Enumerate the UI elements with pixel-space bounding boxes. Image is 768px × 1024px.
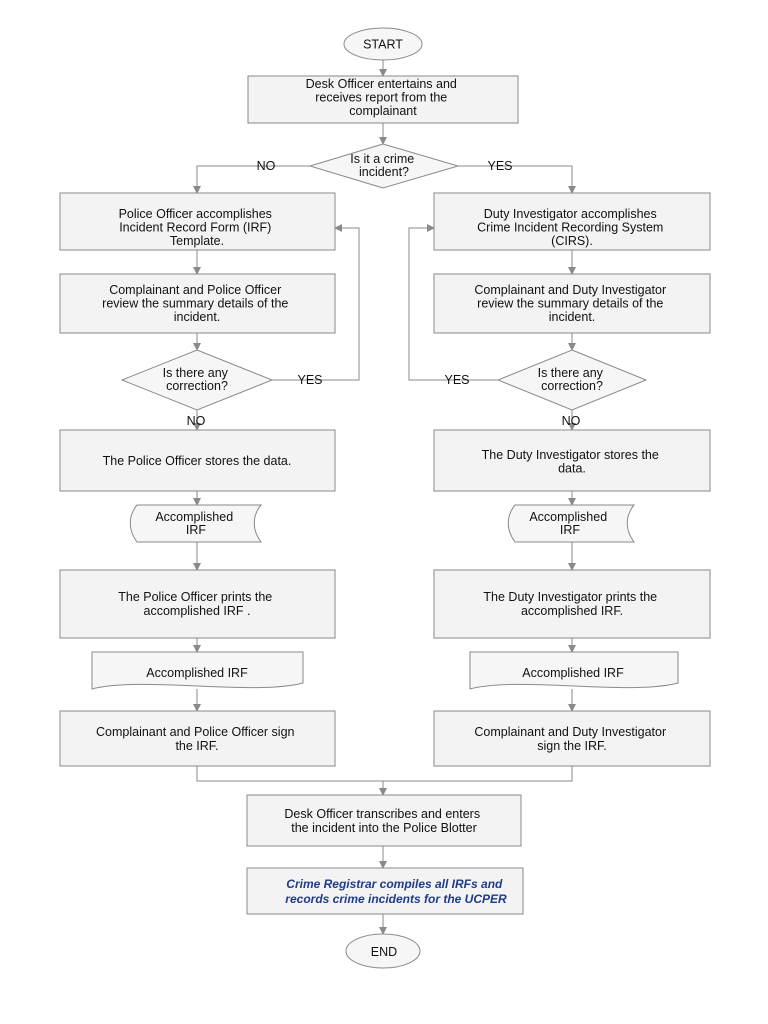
duty-correction-label: Is there any correction?	[538, 366, 607, 393]
start-terminal	[343, 27, 423, 61]
duty-sign-box	[433, 710, 711, 767]
police-store-box	[59, 429, 336, 492]
police-print-box	[59, 569, 336, 639]
connectors	[193, 60, 576, 935]
duty-store-label: The Duty Investigator stores the data.	[482, 448, 663, 476]
desk-receive-label: Desk Officer entertains and receives rep…	[306, 77, 461, 118]
police-print-label: The Police Officer prints the accomplish…	[118, 590, 276, 618]
duty-sign-label: Complainant and Duty Investigator sign t…	[474, 725, 669, 753]
edge-label-police-correction-no: NO	[187, 414, 206, 428]
duty-doc2-label: Accomplished IRF	[522, 666, 624, 680]
desk-transcribe-box	[246, 794, 522, 847]
crime-decision-label: Is it a crime incident?	[350, 152, 417, 179]
police-review-box	[59, 273, 336, 334]
police-doc2-shape	[91, 651, 304, 690]
edge-label-duty-correction-yes: YES	[444, 373, 469, 387]
node-labels: START Desk Officer entertains and receiv…	[96, 38, 669, 960]
police-store-label: The Police Officer stores the data.	[103, 454, 292, 468]
desk-receive-box	[247, 75, 519, 124]
desk-transcribe-label: Desk Officer transcribes and enters the …	[284, 807, 483, 835]
edge-label-police-correction-yes: YES	[297, 373, 322, 387]
police-correction-label: Is there any correction?	[163, 366, 232, 393]
edge-duty-correction-yes	[408, 224, 498, 381]
duty-cirs-box	[433, 192, 711, 251]
police-irf-box	[59, 192, 336, 251]
police-doc1-shape	[129, 504, 263, 543]
start-label: START	[363, 38, 403, 52]
police-doc1-label: Accomplished IRF	[155, 510, 236, 537]
police-doc2-label: Accomplished IRF	[146, 666, 248, 680]
duty-correction-diamond	[496, 349, 648, 411]
registrar-label: Crime Registrar compiles all IRFs and re…	[285, 877, 507, 906]
end-label: END	[371, 945, 397, 959]
duty-review-box	[433, 273, 711, 334]
edge-labels: NO YES YES NO YES NO	[187, 159, 581, 428]
edge-police-correction-yes	[272, 224, 360, 381]
crime-decision-diamond	[308, 143, 460, 189]
duty-store-box	[433, 429, 711, 492]
duty-doc1-label: Accomplished IRF	[529, 510, 610, 537]
duty-cirs-label: Duty Investigator accomplishes Crime Inc…	[477, 207, 667, 248]
edge-label-duty-correction-no: NO	[562, 414, 581, 428]
police-review-label: Complainant and Police Officer review th…	[102, 283, 292, 324]
duty-review-label: Complainant and Duty Investigator review…	[474, 283, 669, 324]
police-irf-label: Police Officer accomplishes Incident Rec…	[119, 207, 276, 248]
registrar-box	[246, 867, 524, 915]
shapes	[59, 27, 711, 969]
edge-label-crime-yes: YES	[487, 159, 512, 173]
edge-sign-merge	[196, 766, 573, 782]
police-correction-diamond	[120, 349, 274, 411]
police-sign-label: Complainant and Police Officer sign the …	[96, 725, 298, 753]
edge-decision-yes	[458, 165, 576, 194]
duty-print-box	[433, 569, 711, 639]
edge-decision-no	[193, 165, 310, 194]
edge-label-crime-no: NO	[257, 159, 276, 173]
end-terminal	[345, 933, 421, 969]
police-sign-box	[59, 710, 336, 767]
duty-print-label: The Duty Investigator prints the accompl…	[483, 590, 660, 618]
duty-doc2-shape	[469, 651, 679, 690]
duty-doc1-shape	[507, 504, 636, 543]
